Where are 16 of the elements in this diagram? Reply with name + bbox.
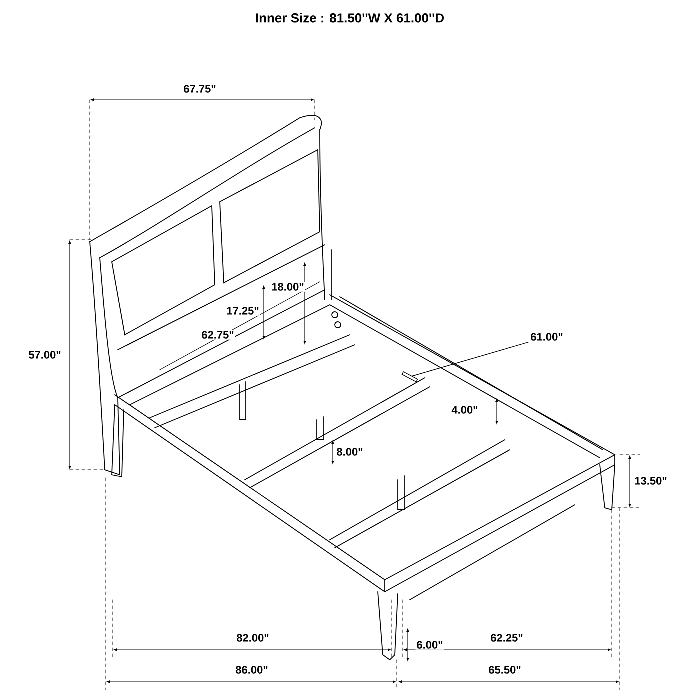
dimension-label: 86.00" bbox=[234, 665, 270, 675]
dimension-label: 17.25" bbox=[226, 306, 260, 316]
dimension-label: 8.00" bbox=[336, 447, 364, 457]
dimension-label: 13.50" bbox=[634, 476, 668, 486]
title: Inner Size : 81.50''W X 61.00''D bbox=[256, 13, 444, 23]
dimension-label: 82.00" bbox=[236, 633, 270, 643]
dimension-label: 4.00" bbox=[450, 405, 480, 415]
dimension-label: 62.75" bbox=[200, 330, 236, 340]
dimension-label: 6.00" bbox=[416, 640, 444, 650]
dimension-label: 61.00" bbox=[531, 333, 563, 341]
dimension-label: 18.00" bbox=[270, 282, 306, 292]
dimension-label: 57.00" bbox=[28, 350, 62, 360]
dimension-label: 65.50" bbox=[488, 665, 522, 675]
leader-line bbox=[412, 342, 529, 377]
dimension-label: 62.25" bbox=[490, 633, 524, 643]
dimension-label: 67.75" bbox=[182, 84, 218, 94]
